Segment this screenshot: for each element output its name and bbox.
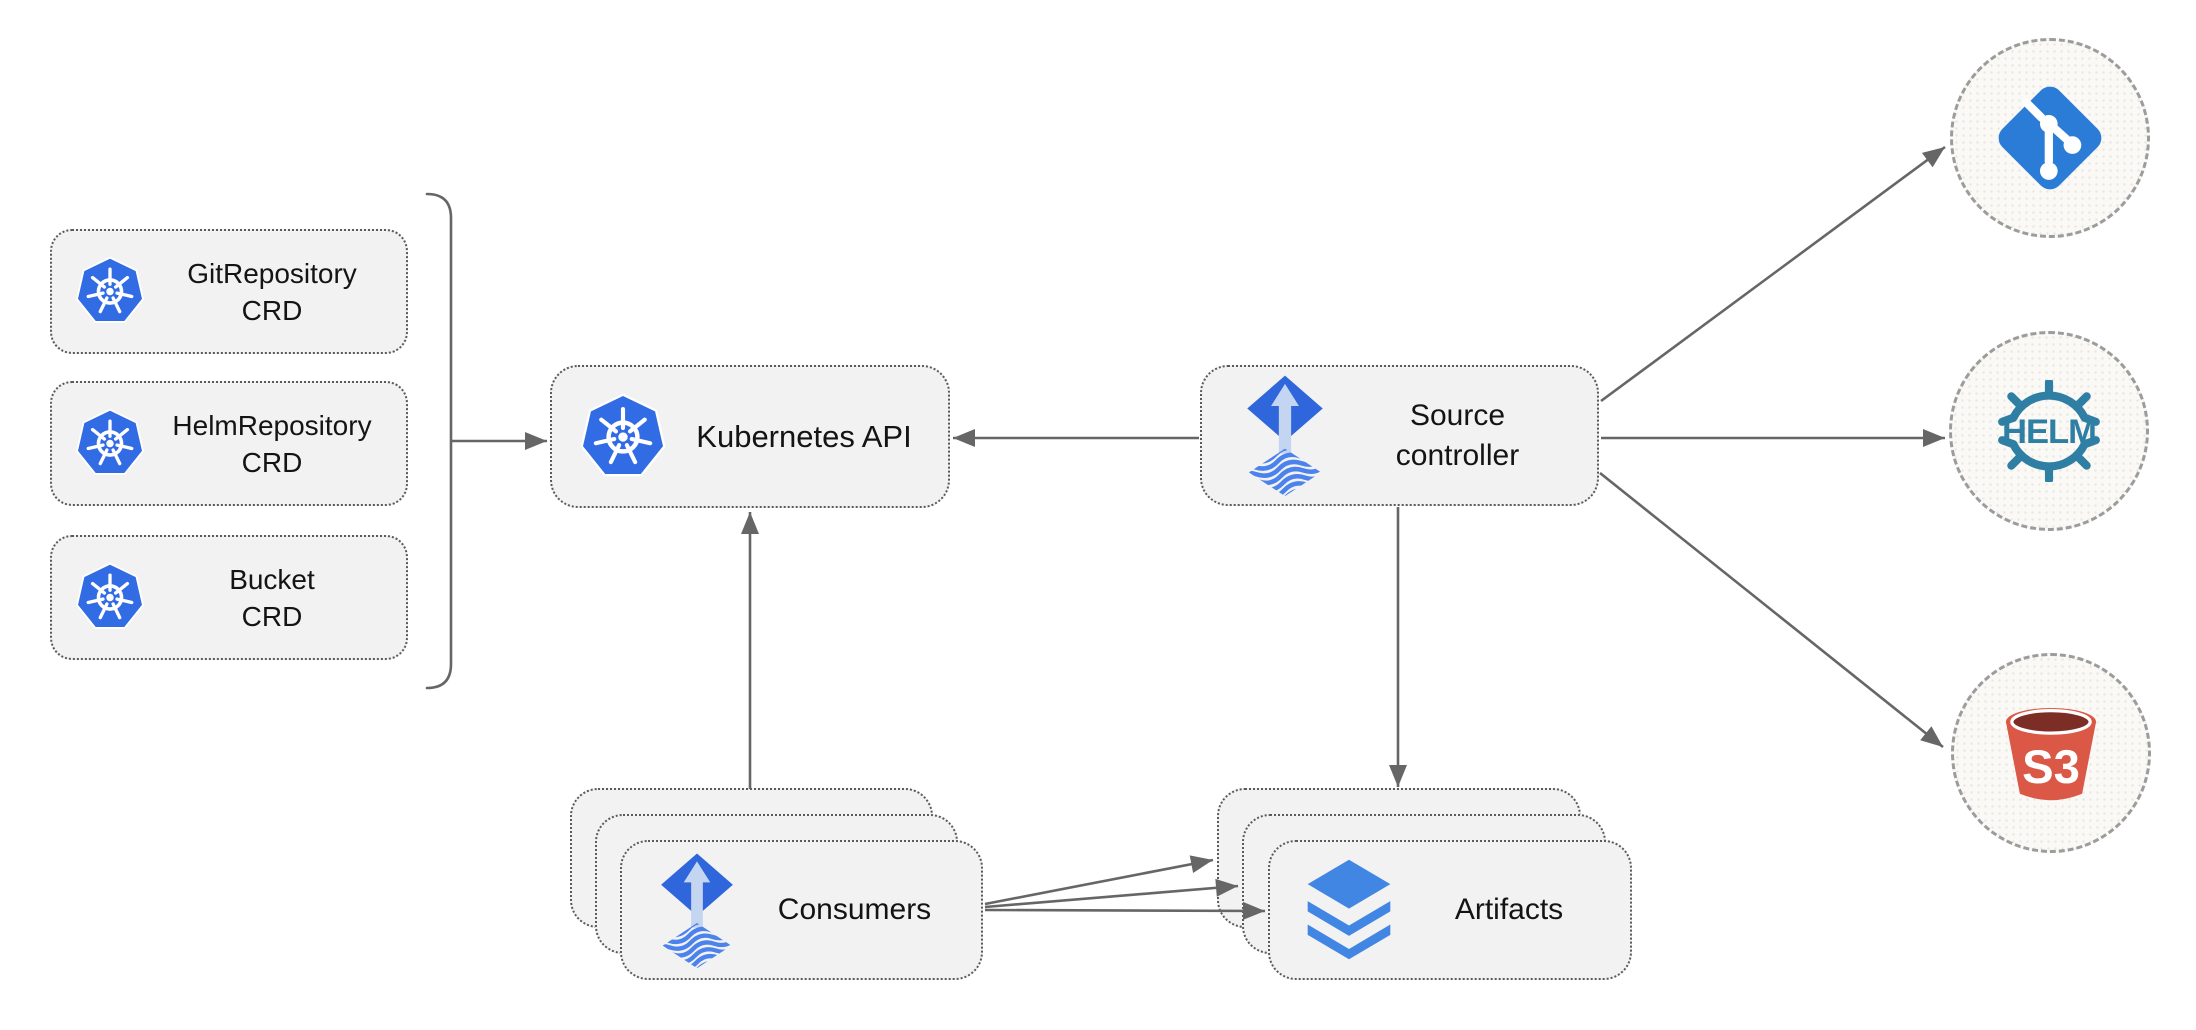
node-gitrepository-crd: GitRepository CRD bbox=[50, 229, 408, 354]
kubernetes-icon bbox=[74, 560, 146, 635]
node-helmrepository-crd: HelmRepository CRD bbox=[50, 381, 408, 506]
node-label: Artifacts bbox=[1454, 893, 1564, 926]
crd-kind: CRD bbox=[241, 600, 303, 632]
crd-kind: CRD bbox=[241, 446, 303, 478]
crd-name: GitRepository bbox=[187, 257, 357, 289]
circle-helm: HELM bbox=[1949, 331, 2149, 531]
helm-icon: HELM bbox=[1998, 380, 2100, 482]
crd-name: HelmRepository bbox=[172, 409, 372, 441]
node-label: Consumers bbox=[777, 893, 932, 926]
node-artifacts: Artifacts bbox=[1268, 840, 1632, 980]
node-label: GitRepository CRD bbox=[146, 255, 406, 329]
flux-icon bbox=[1244, 373, 1326, 498]
s3-bucket-icon: S3 bbox=[2005, 707, 2097, 801]
arrow-source-controller-to-git bbox=[1600, 145, 1946, 403]
arrow-consumers-to-artifacts-1 bbox=[984, 855, 1214, 906]
circle-git bbox=[1950, 38, 2150, 238]
arrow-consumers-to-artifacts-2 bbox=[984, 878, 1239, 909]
arrow-source-controller-to-s3 bbox=[1599, 471, 1944, 749]
circle-s3: S3 bbox=[1951, 653, 2151, 853]
label-line: controller bbox=[1395, 438, 1520, 472]
crd-name: Bucket bbox=[229, 563, 315, 595]
s3-wordmark: S3 bbox=[2022, 741, 2080, 794]
node-label: Source controller bbox=[1326, 396, 1597, 476]
node-label: HelmRepository CRD bbox=[146, 407, 406, 481]
flux-icon bbox=[658, 851, 736, 970]
node-kubernetes-api: Kubernetes API bbox=[550, 365, 950, 508]
node-source-controller: Source controller bbox=[1200, 365, 1599, 506]
layers-icon bbox=[1302, 856, 1396, 964]
node-bucket-crd: Bucket CRD bbox=[50, 535, 408, 660]
git-icon bbox=[1998, 86, 2102, 190]
helm-wordmark: HELM bbox=[2002, 413, 2096, 451]
node-label: Kubernetes API bbox=[696, 418, 912, 454]
kubernetes-icon bbox=[74, 254, 146, 329]
node-label: Bucket CRD bbox=[146, 561, 406, 635]
grouping-bracket bbox=[425, 192, 453, 690]
kubernetes-icon bbox=[578, 390, 668, 484]
node-consumers: Consumers bbox=[620, 840, 983, 980]
kubernetes-icon bbox=[74, 406, 146, 481]
crd-kind: CRD bbox=[241, 294, 303, 326]
label-line: Source bbox=[1409, 398, 1506, 432]
